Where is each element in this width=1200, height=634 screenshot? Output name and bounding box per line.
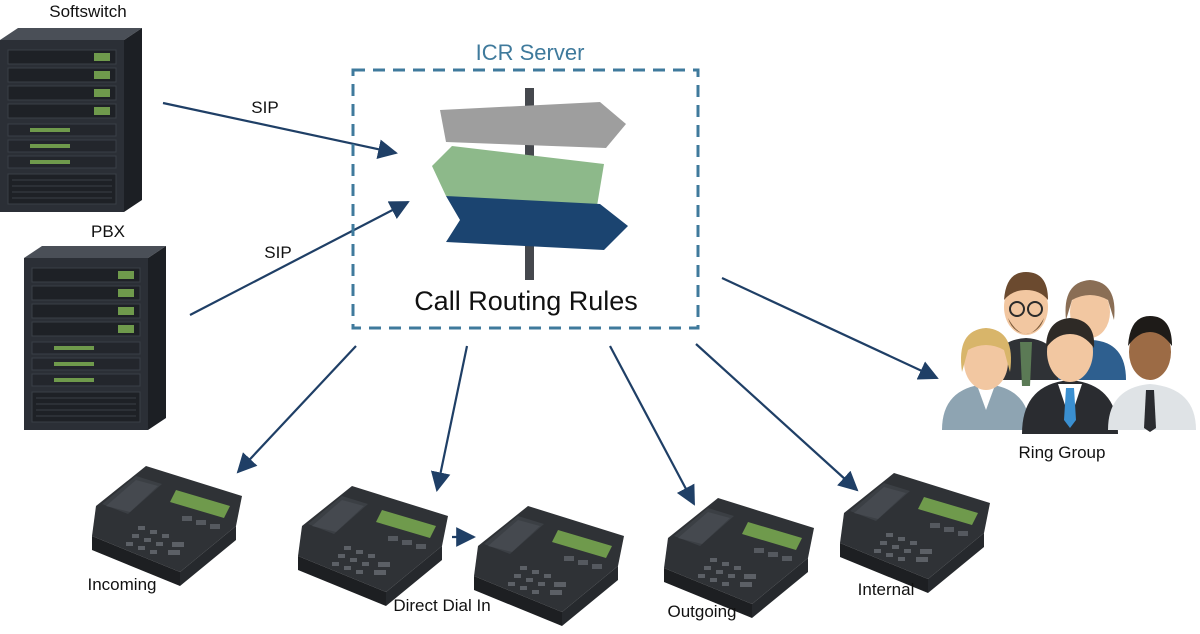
softswitch-server-icon: [0, 27, 143, 213]
ring-group-label: Ring Group: [1019, 443, 1106, 462]
direct-dial-route-arrow: [430, 345, 469, 492]
outgoing-phone-icon: [664, 498, 814, 618]
ring-group-route-arrow: [721, 277, 939, 380]
pbx-sip-arrow: [189, 201, 410, 316]
internal-phone-icon: [840, 473, 990, 593]
outgoing-label: Outgoing: [668, 602, 737, 621]
call-routing-rules-label: Call Routing Rules: [414, 286, 638, 316]
direct-dial-phone-icon: [298, 486, 448, 606]
direct-dial-target-phone-icon: [474, 506, 624, 626]
internal-label: Internal: [858, 580, 915, 599]
incoming-route-arrow: [236, 345, 357, 474]
pbx-sip-label: SIP: [264, 243, 291, 262]
softswitch-sip-arrow: [162, 101, 398, 159]
people-group-icon: [942, 272, 1196, 434]
outgoing-route-arrow: [609, 345, 695, 506]
incoming-phone-icon: [92, 466, 242, 586]
pbx-server-icon: [23, 245, 167, 431]
direct-dial-in-label: Direct Dial In: [393, 596, 490, 615]
incoming-label: Incoming: [88, 575, 157, 594]
icr-server-title: ICR Server: [476, 40, 585, 65]
signpost-icon: [432, 88, 628, 280]
softswitch-sip-label: SIP: [251, 98, 278, 117]
softswitch-label: Softswitch: [49, 2, 126, 21]
internal-route-arrow: [695, 343, 859, 492]
pbx-label: PBX: [91, 222, 125, 241]
